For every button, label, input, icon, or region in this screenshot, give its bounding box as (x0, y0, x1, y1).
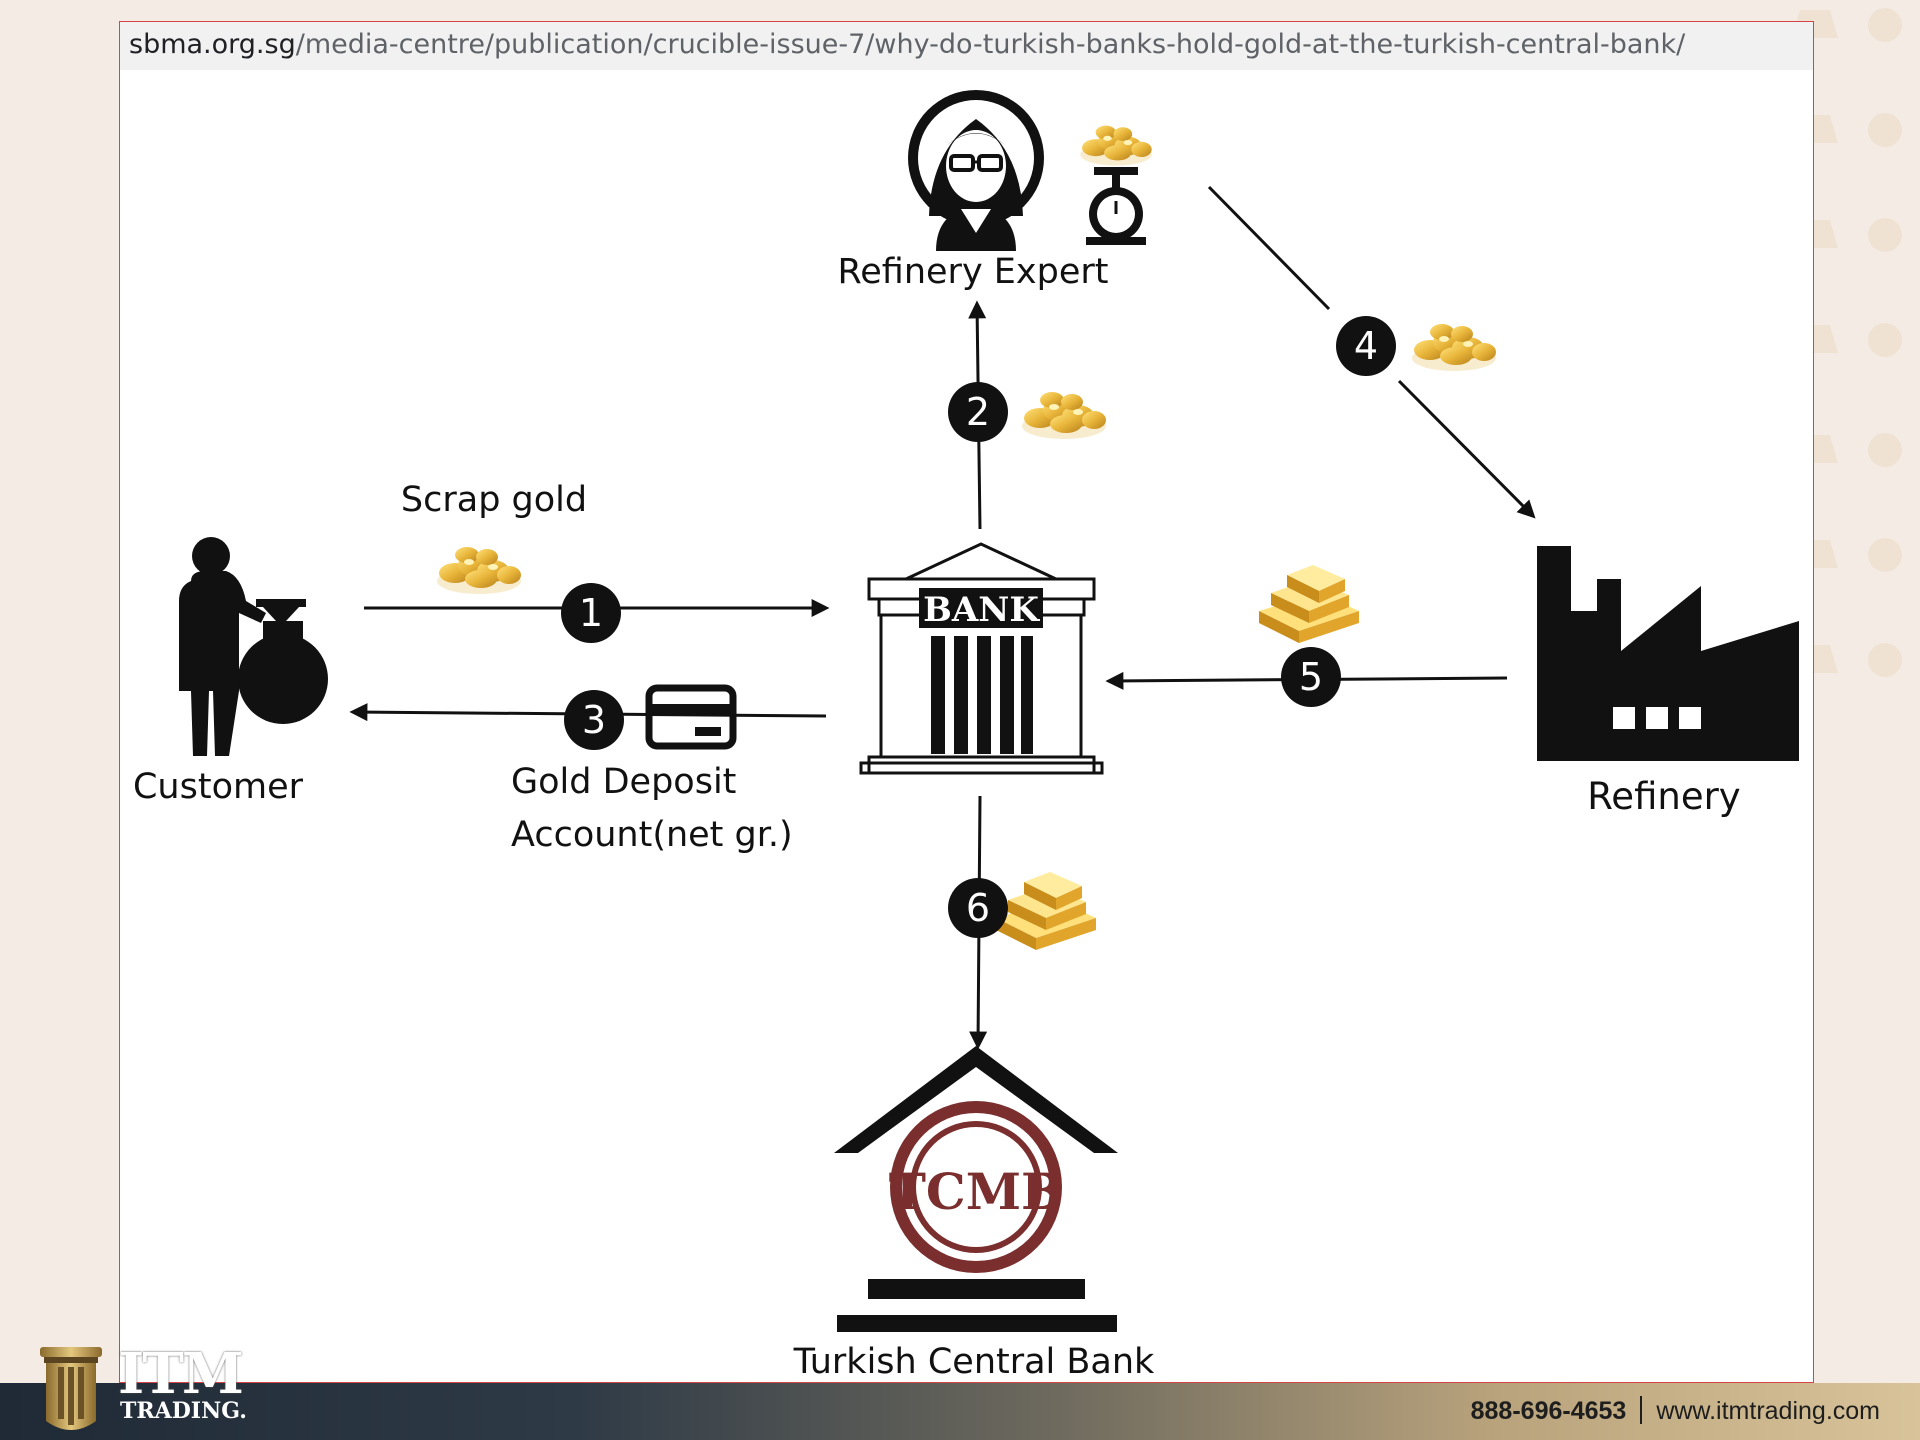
svg-text:1: 1 (579, 591, 603, 635)
central-bank-building-icon: TCMB (834, 1046, 1118, 1332)
url-bar[interactable]: sbma.org.sg/media-centre/publication/cru… (120, 22, 1813, 70)
svg-text:6: 6 (966, 886, 990, 930)
url-path: /media-centre/publication/crucible-issue… (295, 29, 1686, 60)
bank-columns (931, 636, 1033, 754)
gold-bars-step-5 (1259, 565, 1359, 643)
step-badge-1: 1 (561, 583, 621, 643)
step-badge-3: 3 (564, 690, 624, 750)
gold-deposit-label-line2: Account(net gr.) (511, 815, 793, 855)
svg-text:2: 2 (966, 390, 990, 434)
svg-text:4: 4 (1354, 324, 1378, 368)
credit-card-icon (645, 684, 737, 750)
central-bank-logo: TCMB (889, 1162, 1064, 1221)
itm-logo-wordmark: ITM (118, 1341, 244, 1407)
svg-text:3: 3 (582, 698, 606, 742)
screenshot-frame: sbma.org.sg/media-centre/publication/cru… (119, 21, 1814, 1383)
gold-flow-diagram: Refinery Expert Customer Scrap gold BANK (133, 90, 1799, 1382)
footer-separator (1640, 1396, 1643, 1425)
scrap-gold-label: Scrap gold (401, 480, 587, 520)
refinery-factory-icon (1537, 546, 1799, 761)
footer-contact: 888-696-4653 www.itmtrading.com (1471, 1383, 1880, 1440)
arrow-step-4 (1207, 185, 1533, 516)
refinery-expert-icon (908, 90, 1044, 251)
step-badge-5: 5 (1281, 647, 1341, 707)
scale-icon (1080, 125, 1152, 245)
flow-arrows (349, 185, 1533, 1050)
gold-nuggets-step-2 (1022, 392, 1106, 439)
footer-website-link[interactable]: www.itmtrading.com (1656, 1397, 1880, 1425)
footer-bar (0, 1383, 1920, 1440)
customer-icon (179, 537, 328, 756)
refinery-label: Refinery (1587, 775, 1740, 818)
url-host: sbma.org.sg (129, 29, 296, 60)
customer-label: Customer (133, 767, 304, 807)
scrap-gold-nuggets (437, 547, 521, 594)
central-bank-label: Turkish Central Bank (793, 1342, 1155, 1382)
itm-pillar-logo-icon (40, 1347, 102, 1430)
step-badge-4: 4 (1336, 316, 1396, 376)
bank-sign-plate (919, 588, 1043, 628)
bank-sign: BANK (923, 590, 1040, 630)
gold-deposit-label-line1: Gold Deposit (511, 762, 736, 802)
itm-logo-trading: TRADING. (120, 1398, 247, 1424)
step-badge-6: 6 (948, 878, 1008, 938)
footer-phone[interactable]: 888-696-4653 (1470, 1397, 1627, 1425)
svg-text:5: 5 (1299, 655, 1323, 699)
refinery-expert-label: Refinery Expert (838, 252, 1109, 292)
gold-nuggets-step-4 (1412, 324, 1496, 371)
gold-bars-step-6 (996, 872, 1096, 950)
step-badge-2: 2 (948, 382, 1008, 442)
